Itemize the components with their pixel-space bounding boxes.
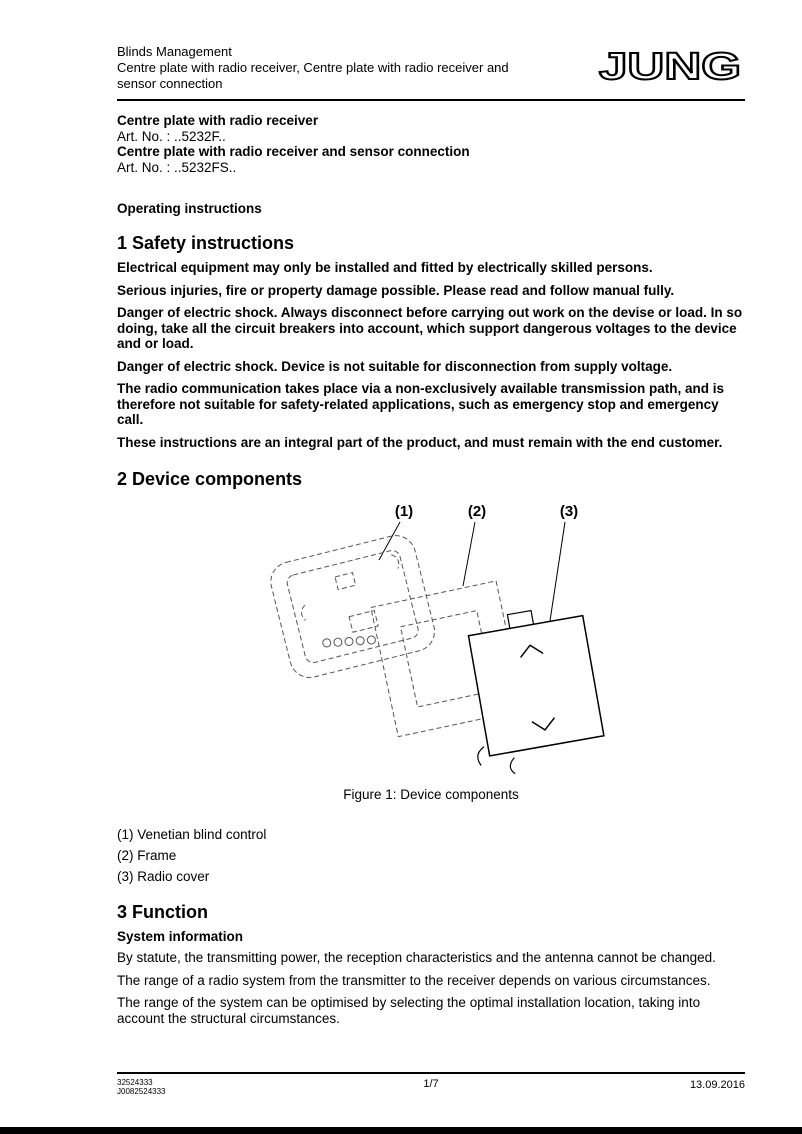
product2-name: Centre plate with radio receiver and sen… (117, 144, 470, 159)
blind-control-insert-drawing (270, 535, 436, 678)
leader-line-3 (547, 521, 566, 635)
footer-doc-no-2: J0082524333 (117, 1087, 166, 1096)
figure-label-1: (1) (395, 503, 413, 520)
cover-claw-2 (509, 757, 516, 775)
down-arrow-icon (531, 717, 555, 731)
safety-paragraph: Danger of electric shock. Always disconn… (117, 305, 743, 351)
header-subtitle-line1: Centre plate with radio receiver, Centre… (117, 60, 509, 75)
cover-claw-1 (477, 746, 485, 766)
header-product-line: Blinds Management (117, 44, 232, 59)
jung-logo-text: JUNG (599, 46, 741, 86)
legend-item: (2) Frame (117, 848, 177, 863)
device-components-drawing: (1) (2) (3) (270, 503, 605, 775)
doc-type-label: Operating instructions (117, 201, 262, 216)
device-components-figure: (1) (2) (3) (251, 498, 611, 781)
system-information-subheading: System information (117, 929, 244, 944)
header-subtitle-line2: sensor connection (117, 76, 223, 91)
section-title-components: 2 Device components (117, 469, 303, 489)
figure-label-2: (2) (468, 503, 486, 520)
up-arrow-icon (520, 644, 544, 658)
figure-label-3: (3) (560, 503, 578, 520)
section-title-function: 3 Function (117, 902, 208, 922)
product1-art-no: Art. No. : ..5232F.. (117, 128, 226, 144)
safety-paragraph: The radio communication takes place via … (117, 381, 724, 427)
product1-name: Centre plate with radio receiver (117, 113, 319, 128)
radio-cover-drawing (467, 609, 605, 775)
cover-plate (467, 614, 605, 757)
product-info-block: Centre plate with radio receiver Art. No… (117, 113, 745, 175)
figure-caption: Figure 1: Device components (343, 787, 519, 802)
safety-paragraph: Serious injuries, fire or property damag… (117, 282, 675, 298)
product2-art-no: Art. No. : ..5232FS.. (117, 159, 237, 175)
legend-item: (1) Venetian blind control (117, 827, 267, 842)
safety-paragraph: These instructions are an integral part … (117, 434, 723, 450)
jung-logo: JUNG (598, 46, 742, 86)
section-title-safety: 1 Safety instructions (117, 233, 295, 253)
footer-page-number: 1/7 (423, 1078, 439, 1090)
function-paragraph: The range of the system can be optimised… (117, 995, 701, 1026)
header-rule (117, 99, 745, 101)
safety-paragraph: Electrical equipment may only be install… (117, 260, 653, 275)
components-legend: (1) Venetian blind control (2) Frame (3)… (117, 827, 745, 885)
leader-line-2 (462, 521, 476, 587)
header-text-block: Blinds Management Centre plate with radi… (117, 44, 509, 92)
page-footer: 32524333 J0082524333 1/7 13.09.2016 (117, 1072, 745, 1102)
footer-doc-no-1: 32524333 (117, 1078, 153, 1087)
legend-item: (3) Radio cover (117, 869, 210, 884)
function-paragraph: By statute, the transmitting power, the … (117, 950, 716, 965)
safety-paragraph: Danger of electric shock. Device is not … (117, 358, 673, 374)
page-header: Blinds Management Centre plate with radi… (117, 0, 745, 92)
page-bottom-bar (0, 1127, 802, 1134)
page-content: Blinds Management Centre plate with radi… (117, 0, 745, 1026)
leader-line-1 (378, 521, 401, 561)
footer-date: 13.09.2016 (689, 1079, 745, 1091)
function-paragraph: The range of a radio system from the tra… (117, 972, 711, 988)
footer-doc-numbers: 32524333 J0082524333 (117, 1078, 166, 1096)
